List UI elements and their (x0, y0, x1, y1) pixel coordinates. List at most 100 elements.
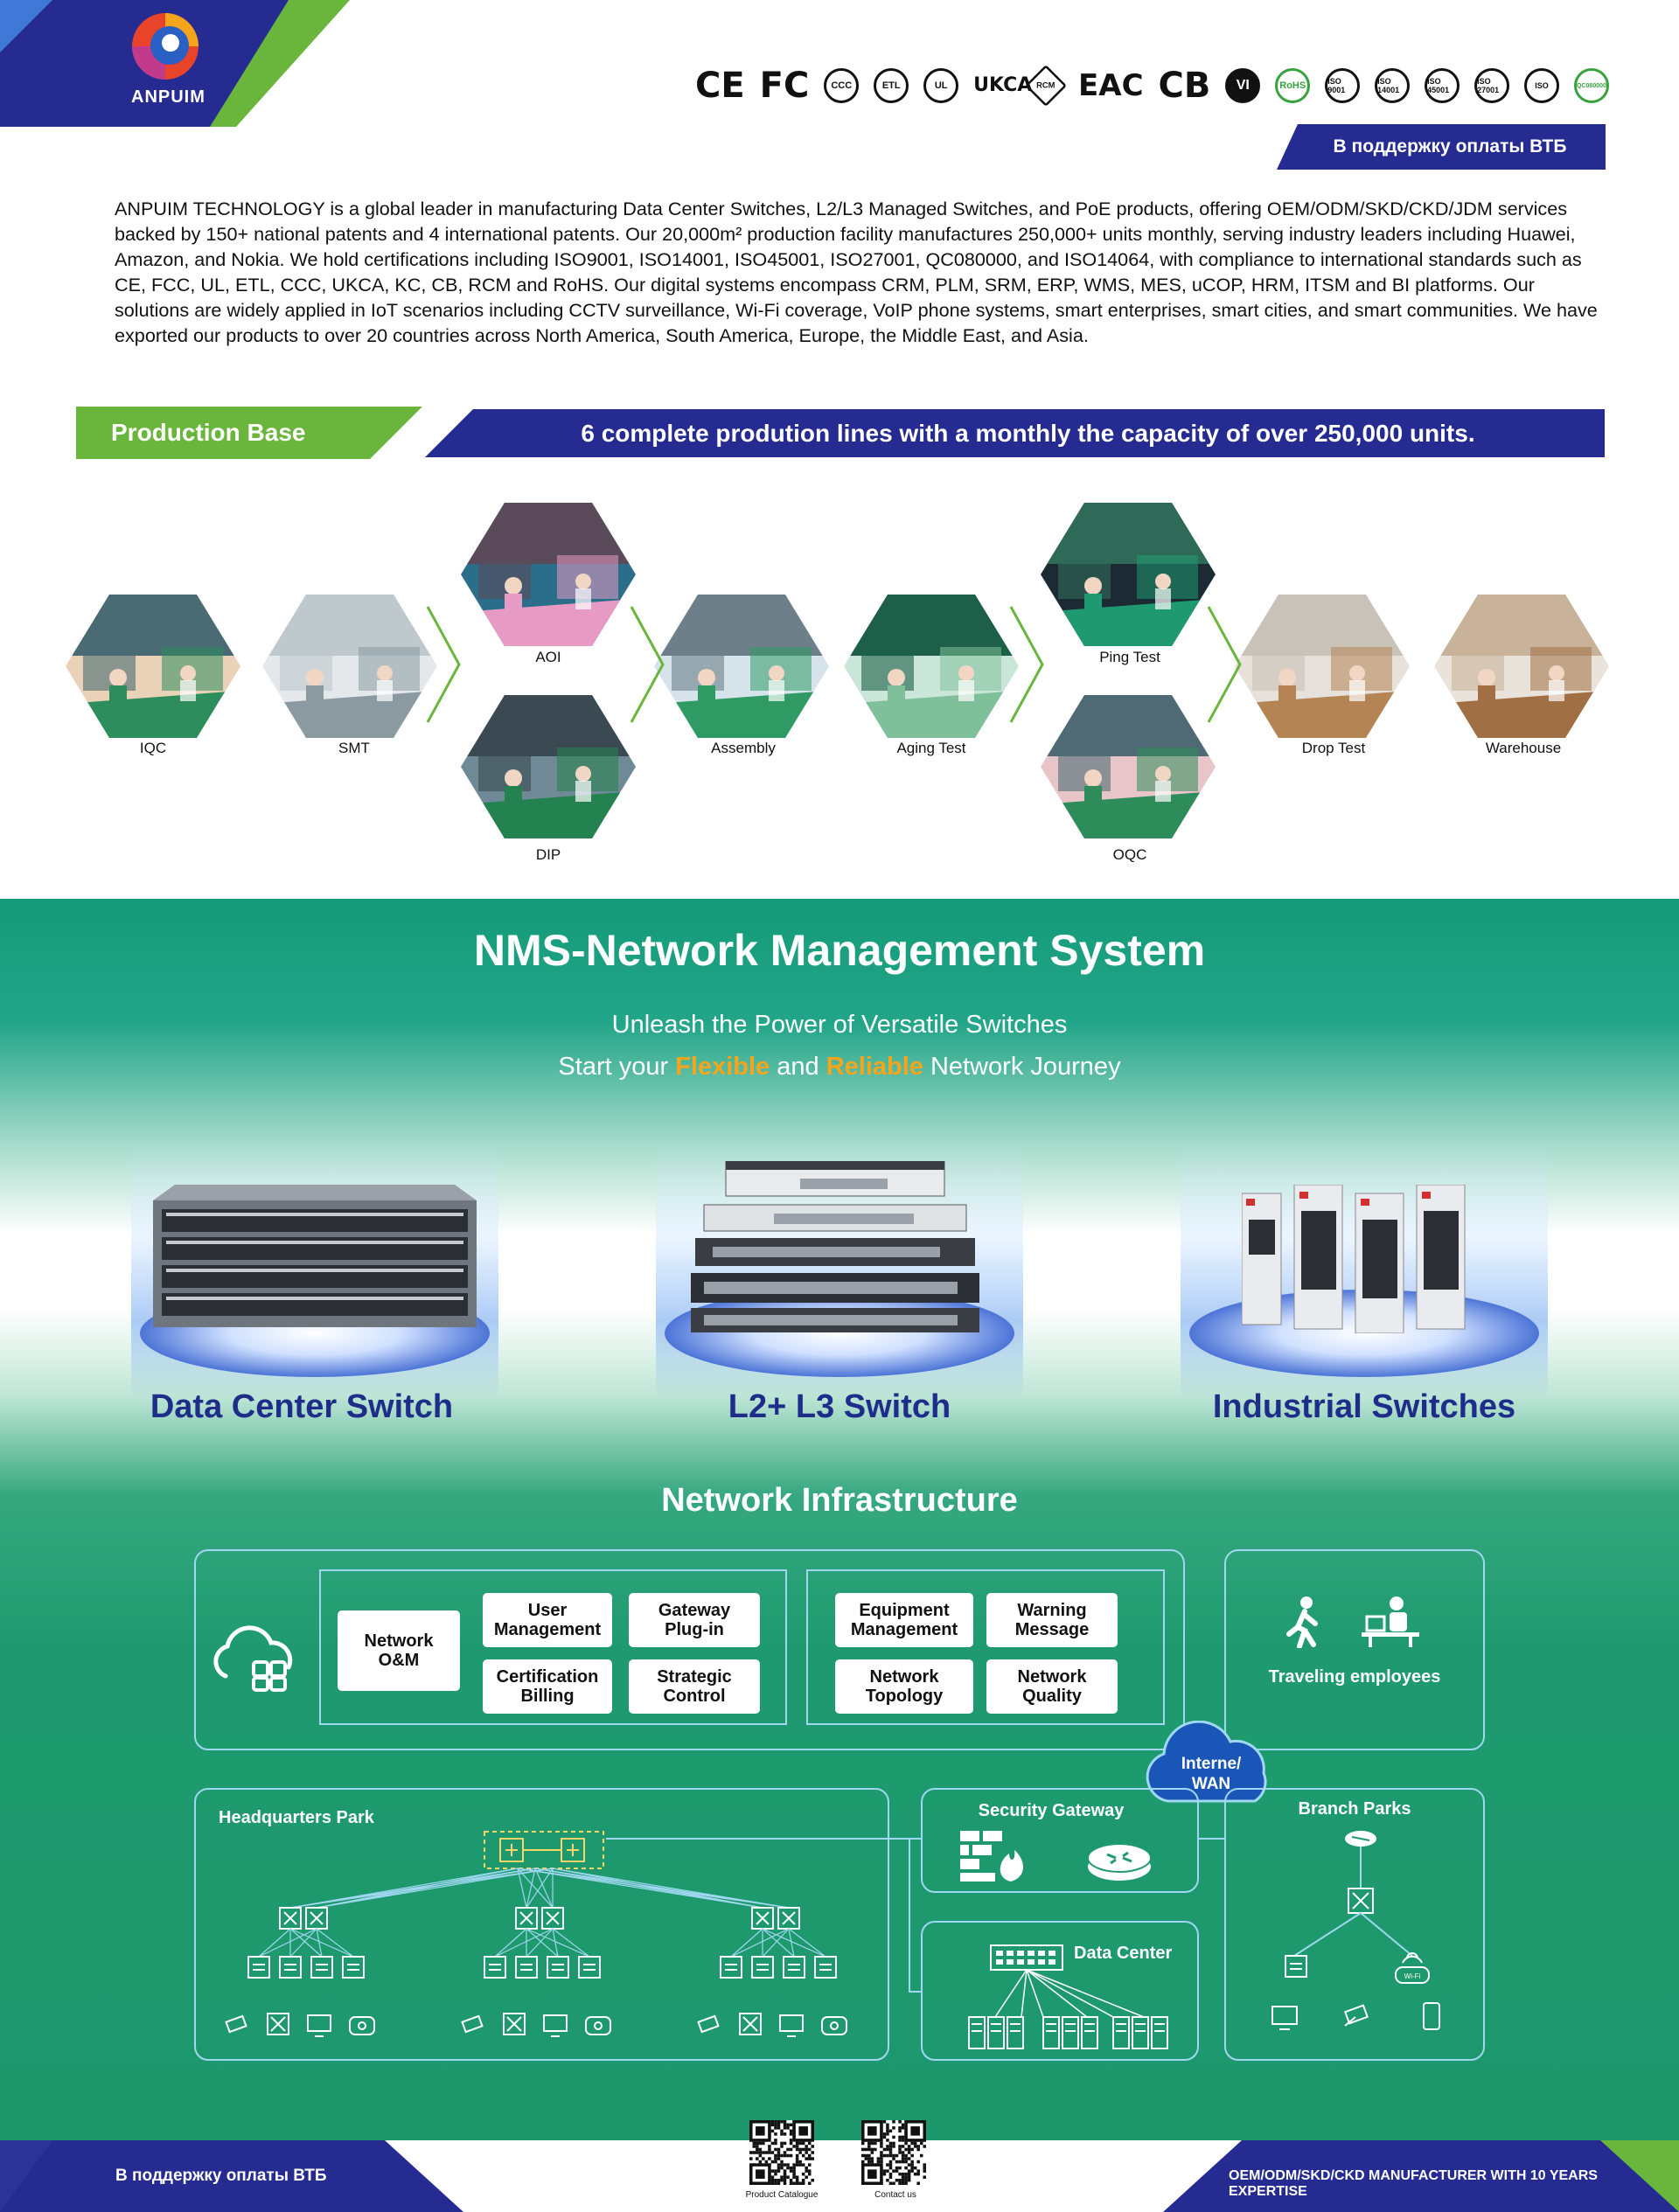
nms-tagline: Start your Flexible and Reliable Network… (558, 1053, 1121, 1081)
hex-photo-aging-test (844, 595, 1019, 738)
headquarters-panel (194, 1788, 889, 2061)
hex-label-iqc: IQC (139, 740, 167, 756)
product-catalogue-label: Product Catalogue (745, 2190, 819, 2200)
iso45001-mark-icon: ISO 45001 (1425, 68, 1460, 103)
access-switch-icon (247, 1956, 270, 1979)
network-quality-module[interactable]: Network Quality (986, 1659, 1118, 1714)
product-industrial (1181, 1137, 1548, 1408)
hex-label-aging-test: Aging Test (896, 740, 966, 756)
network-om-module[interactable]: Network O&M (338, 1610, 460, 1691)
eac-mark-icon: EAC (1078, 68, 1144, 103)
access-switch-icon (342, 1956, 365, 1979)
certification-row: CE FC CCC ETL UL UKCA RCM EAC CB VI RoHS… (695, 63, 1609, 108)
access-switch-icon (783, 1956, 805, 1979)
traveling-panel (1224, 1549, 1485, 1750)
hex-scene (1041, 695, 1216, 838)
hex-photo-drop-test (1235, 595, 1410, 738)
contact-us-label: Contact us (874, 2190, 916, 2200)
data-center-label: Data Center (1074, 1944, 1173, 1963)
hex-label-warehouse: Warehouse (1485, 740, 1562, 756)
highlight-reliable: Reliable (826, 1053, 923, 1081)
access-switch-icon (310, 1956, 333, 1979)
hex-photo-ping-test (1041, 503, 1216, 646)
data-center-panel (921, 1921, 1199, 2061)
strategic-control-module[interactable]: Strategic Control (629, 1659, 760, 1714)
product-catalogue-qr-icon[interactable] (749, 2120, 814, 2185)
access-switch-icon (547, 1956, 569, 1979)
rohs-mark-icon: RoHS (1275, 68, 1311, 103)
hex-scene (1041, 503, 1216, 646)
endpoint-icons (697, 2013, 847, 2037)
l2-l3-switch-image (691, 1161, 979, 1332)
user-management-module[interactable]: User Management (483, 1593, 612, 1647)
endpoint-icons (461, 2013, 611, 2037)
iso9001-mark-icon: ISO 9001 (1325, 68, 1361, 103)
production-headline: 6 complete prodution lines with a monthl… (425, 409, 1605, 457)
internet-wan-cloud-icon (1146, 1721, 1267, 1803)
wifi-tag: Wi-Fi (1404, 1972, 1421, 1980)
headquarters-topology (225, 1831, 847, 2037)
hex-photo-smt (262, 595, 437, 738)
hex-label-smt: SMT (338, 740, 370, 756)
hex-label-dip: DIP (535, 846, 561, 863)
hex-photo-warehouse (1434, 595, 1609, 738)
cloud-apps-icon (213, 1625, 293, 1692)
hex-scene (654, 595, 829, 738)
access-switch-icon (751, 1956, 774, 1979)
product-name-l2-l3: L2+ L3 Switch (728, 1388, 951, 1425)
certification-billing-module[interactable]: Certification Billing (483, 1659, 612, 1714)
network-topology-module[interactable]: Network Topology (835, 1659, 973, 1714)
switch-icon (305, 1907, 328, 1930)
access-switch-icon (515, 1956, 538, 1979)
hex-scene (461, 695, 636, 838)
hex-photo-aoi (461, 503, 636, 646)
switch-icon (777, 1907, 800, 1930)
footer-vtb-label: В поддержку оплаты ВТБ (115, 2167, 327, 2185)
flow-chevron-icon (1207, 606, 1242, 723)
contact-us-qr-icon[interactable] (861, 2120, 926, 2185)
footer-left-banner (0, 2140, 463, 2212)
hex-scene (66, 595, 240, 738)
management-group-b (806, 1569, 1165, 1725)
security-gateway-label: Security Gateway (978, 1801, 1125, 1820)
product-name-data-center: Data Center Switch (150, 1388, 454, 1425)
hex-scene (844, 595, 1019, 738)
iso27001-mark-icon: ISO 27001 (1474, 68, 1510, 103)
hex-scene (262, 595, 437, 738)
vtb-payment-badge: В поддержку оплаты ВТБ (1277, 124, 1606, 170)
iso14001-mark-icon: ISO 14001 (1375, 68, 1411, 103)
branch-parks-label: Branch Parks (1298, 1799, 1411, 1819)
warning-message-module[interactable]: Warning Message (986, 1593, 1118, 1647)
branch-topology: Wi-Fi (1271, 1831, 1440, 2030)
iso-mark-icon: ISO (1524, 68, 1560, 103)
flow-chevron-icon (630, 606, 665, 723)
gateway-plugin-module[interactable]: Gateway Plug-in (629, 1593, 760, 1647)
product-name-industrial: Industrial Switches (1212, 1388, 1516, 1425)
access-switch-icon (720, 1956, 742, 1979)
highlight-flexible: Flexible (675, 1053, 770, 1081)
switch-icon (751, 1907, 774, 1930)
anpuim-logo-icon (132, 13, 199, 80)
headquarters-label: Headquarters Park (219, 1808, 374, 1827)
hex-scene (1235, 595, 1410, 738)
access-switch-icon (814, 1956, 837, 1979)
nms-title: NMS-Network Management System (473, 926, 1206, 975)
hex-label-assembly: Assembly (711, 740, 776, 756)
hex-photo-oqc (1041, 695, 1216, 838)
hex-label-aoi: AOI (535, 649, 561, 665)
product-data-center (131, 1137, 498, 1408)
switch-icon (279, 1907, 302, 1930)
router-icon (1087, 1843, 1152, 1881)
etl-mark-icon: ETL (874, 68, 909, 103)
vi-mark-icon: VI (1225, 68, 1261, 103)
data-center-topology (968, 1944, 1168, 2049)
hex-photo-dip (461, 695, 636, 838)
cb-mark-icon: CB (1158, 66, 1211, 106)
ukca-mark-icon: UKCA (973, 74, 1033, 96)
hex-photo-assembly (654, 595, 829, 738)
equipment-management-module[interactable]: Equipment Management (835, 1593, 973, 1647)
security-gateway-panel (921, 1788, 1199, 1893)
access-switch-icon (279, 1956, 302, 1979)
ul-mark-icon: UL (923, 68, 959, 103)
endpoint-icons (225, 2013, 375, 2037)
